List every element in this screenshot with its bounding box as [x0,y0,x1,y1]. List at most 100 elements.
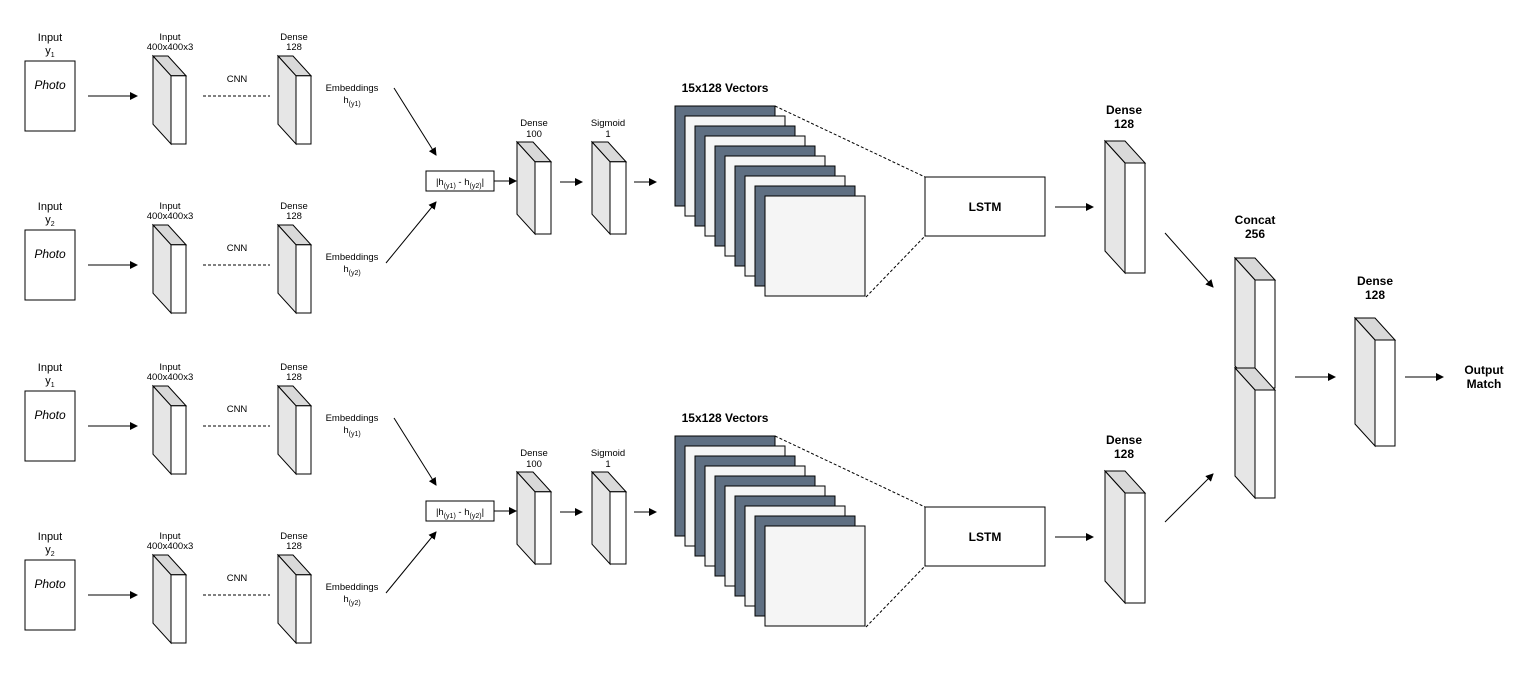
final-dense-label: Dense [1357,274,1393,288]
pair-1-1-cnn-input-dims: 400x400x3 [147,42,193,53]
branch-2-dense100-block [515,470,553,566]
pair-2-1-dense-label: Dense [280,362,307,373]
pair-2-1-input-label: Input [38,362,62,374]
branch-2-dense100-label: Dense [520,448,547,459]
pair-1-1-photo-box [24,60,76,132]
arrow-branch2-to-concat [1164,473,1214,523]
branch-2-arrow-embed2 [385,531,437,594]
pair-2-2-cnn-input-dims: 400x400x3 [147,541,193,552]
pair-2-1-input-sub: y1 [45,375,55,389]
pair-1-2-photo-box [24,229,76,301]
branch-1-proj-bottom [865,235,926,298]
pair-2-1-cnn-input-block [151,384,188,476]
pair-1-2-cnn-label: CNN [227,243,248,254]
pair-1-2-dense-label: Dense [280,201,307,212]
branch-1-sigmoid-block [590,140,628,236]
pair-2-1-embed-label: Embeddings [326,413,379,424]
branch-1-proj-top [774,105,926,178]
pair-2-2-cnn-input-block [151,553,188,645]
final-dense-units: 128 [1365,288,1385,302]
pair-2-2-cnn-input-label: Input [159,531,180,542]
pair-1-2-embed-h: h(y2) [343,264,360,277]
pair-2-2-dense-label: Dense [280,531,307,542]
branch-1-dense100-block [515,140,553,236]
pair-1-1-cnn-label: CNN [227,74,248,85]
branch-1-sigmoid-units: 1 [605,129,610,140]
branch-2-dense100-units: 100 [526,459,542,470]
pair-1-1-embed-h: h(y1) [343,95,360,108]
pair-1-2-input-label: Input [38,201,62,213]
pair-2-2-dense-block [276,553,313,645]
branch-1-dense128-units: 128 [1114,117,1134,131]
pair-2-1-photo-box [24,390,76,462]
branch-1-lstm-label: LSTM [969,200,1002,214]
pair-1-1-dense-label: Dense [280,32,307,43]
pair-1-1-cnn-input-label: Input [159,32,180,43]
branch-2-proj-bottom [865,565,926,628]
pair-1-1-dense-block [276,54,313,146]
pair-2-1-cnn-input-dims: 400x400x3 [147,372,193,383]
pair-2-2-dense-units: 128 [286,541,302,552]
output-label-line2: Match [1467,377,1502,391]
pair-1-1-dense-units: 128 [286,42,302,53]
branch-2-sigmoid-units: 1 [605,459,610,470]
output-label-line1: Output [1464,363,1503,377]
branch-2-dense128-block [1103,469,1147,605]
pair-1-2-input-sub: y2 [45,214,55,228]
branch-1-dense100-label: Dense [520,118,547,129]
branch-2-dense128-units: 128 [1114,447,1134,461]
pair-2-1-dense-block [276,384,313,476]
branch-2-proj-top [774,435,926,508]
pair-2-2-photo-box [24,559,76,631]
branch-1-vectors-label: 15x128 Vectors [682,81,769,95]
branch-2-diff-label: |h(y1) - h(y2)| [436,507,484,520]
vector-sheet-10 [764,195,866,297]
pair-1-2-embed-label: Embeddings [326,252,379,263]
branch-2-lstm-box [924,506,1046,567]
pair-1-1-cnn-input-block [151,54,188,146]
vector-sheet-10 [764,525,866,627]
pair-2-1-photo-label: Photo [34,408,66,422]
arrow-branch1-to-concat [1164,232,1214,288]
branch-2-sigmoid-label: Sigmoid [591,448,625,459]
branch-1-sigmoid-label: Sigmoid [591,118,625,129]
pair-1-1-input-sub: y1 [45,45,55,59]
branch-2-vectors-stack [674,435,866,627]
branch-2-lstm-label: LSTM [969,530,1002,544]
pair-1-1-input-label: Input [38,32,62,44]
pair-1-1-photo-label: Photo [34,78,66,92]
branch-1-vectors-stack [674,105,866,297]
pair-2-1-dense-units: 128 [286,372,302,383]
pair-2-2-embed-label: Embeddings [326,582,379,593]
pair-1-2-cnn-input-block [151,223,188,315]
pair-1-2-dense-block [276,223,313,315]
pair-2-2-photo-label: Photo [34,577,66,591]
pair-1-2-cnn-input-label: Input [159,201,180,212]
pair-1-2-cnn-input-dims: 400x400x3 [147,211,193,222]
branch-2-vectors-label: 15x128 Vectors [682,411,769,425]
concat-block-bottom [1233,366,1277,500]
pair-1-2-dense-units: 128 [286,211,302,222]
branch-2-sigmoid-block [590,470,628,566]
pair-2-2-input-sub: y2 [45,544,55,558]
pair-2-2-input-label: Input [38,531,62,543]
pair-2-2-embed-h: h(y2) [343,594,360,607]
branch-1-dense100-units: 100 [526,129,542,140]
concat-units: 256 [1245,227,1265,241]
pair-2-1-embed-h: h(y1) [343,425,360,438]
pair-1-1-embed-label: Embeddings [326,83,379,94]
branch-1-dense128-label: Dense [1106,103,1142,117]
branch-1-diff-label: |h(y1) - h(y2)| [436,177,484,190]
concat-label: Concat [1235,213,1276,227]
branch-2-arrow-embed1 [393,417,437,486]
pair-1-2-photo-label: Photo [34,247,66,261]
pair-2-1-cnn-label: CNN [227,404,248,415]
branch-1-arrow-embed2 [385,201,437,264]
branch-1-lstm-box [924,176,1046,237]
branch-2-dense128-label: Dense [1106,433,1142,447]
branch-1-arrow-embed1 [393,87,437,156]
pair-2-1-cnn-input-label: Input [159,362,180,373]
final-dense-block [1353,316,1397,448]
branch-1-dense128-block [1103,139,1147,275]
